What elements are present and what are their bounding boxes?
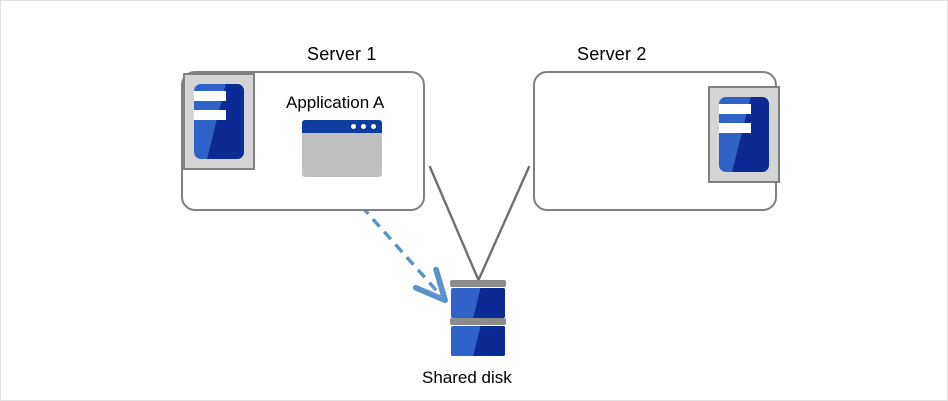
disk-stack-icon[interactable] [450, 280, 506, 360]
window-titlebar [302, 120, 382, 133]
server2-title: Server 2 [577, 44, 647, 64]
server-slot-lower [194, 110, 226, 120]
server-slot-lower [719, 123, 751, 133]
disk-bar-upper [450, 280, 506, 287]
server-slot-upper [194, 91, 226, 101]
connector-server2-to-disk [477, 165, 531, 281]
window-dot-2 [361, 124, 366, 129]
disk-platter-upper [451, 288, 505, 318]
application-window-icon[interactable] [302, 120, 382, 177]
window-dot-1 [351, 124, 356, 129]
window-dot-3 [371, 124, 376, 129]
application-a-label: Application A [286, 93, 385, 112]
disk-bar-lower [450, 318, 506, 325]
disk-platter-lower [451, 326, 505, 356]
server-machine-icon [708, 86, 780, 183]
server-machine-icon [183, 73, 255, 170]
server1-title: Server 1 [307, 44, 377, 64]
server-slot-upper [719, 104, 751, 114]
connector-server1-to-disk [428, 165, 480, 281]
shared-disk-label: Shared disk [422, 368, 512, 387]
